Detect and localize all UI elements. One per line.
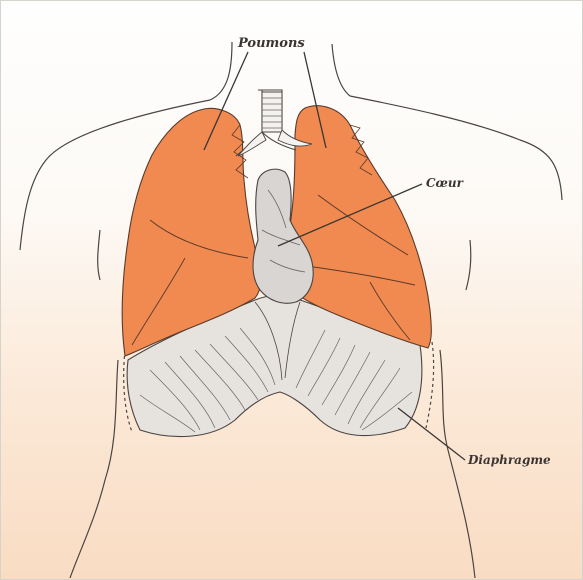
leader-diaphragme xyxy=(398,408,465,460)
neck-right-line xyxy=(332,44,350,96)
right-armpit-line xyxy=(466,240,471,290)
neck-left-line xyxy=(210,42,232,100)
label-diaphragme: Diaphragme xyxy=(468,453,551,467)
label-coeur: Cœur xyxy=(426,176,463,190)
right-rib-margin xyxy=(426,342,434,428)
label-poumons: Poumons xyxy=(238,36,305,51)
left-torso-line xyxy=(70,360,118,578)
left-armpit-line xyxy=(98,230,100,280)
